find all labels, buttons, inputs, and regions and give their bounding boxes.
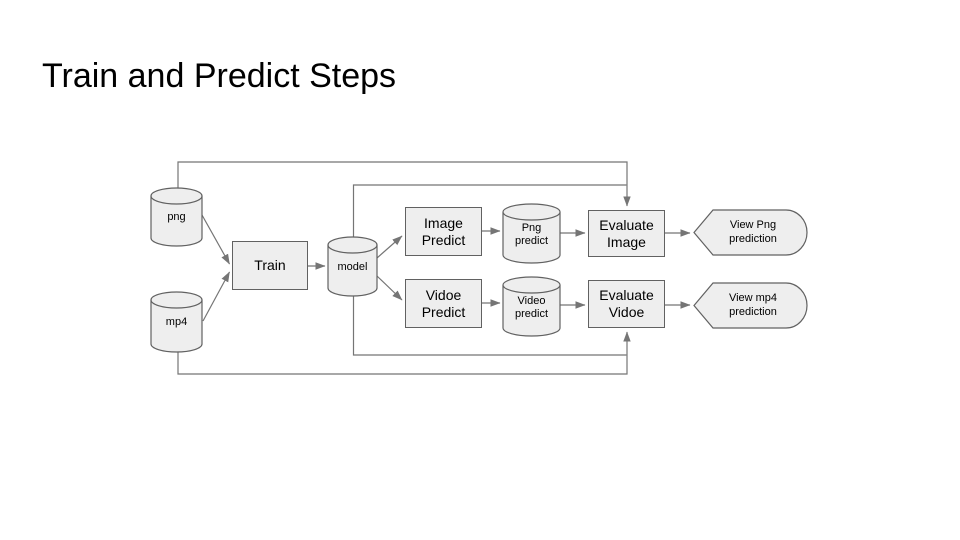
line-model-to-evaluate-vidoe-loop <box>352 296 627 356</box>
display-view-mp4-shape <box>693 282 808 329</box>
arrow-model-to-image-predict <box>376 235 403 259</box>
cylinder-mp4 <box>150 291 203 353</box>
display-view-png-shape <box>693 209 808 256</box>
display-view-png-label: View Png prediction <box>729 219 777 245</box>
cylinder-model <box>327 236 378 297</box>
display-view-mp4-label: View mp4 prediction <box>728 292 778 318</box>
arrow-png-to-evaluate-image-loop <box>177 161 631 207</box>
arrow-mp4-to-evaluate-vidoe-loop <box>177 331 631 375</box>
arrow-model-to-vidoe-predict <box>376 275 403 301</box>
train-box: Train <box>232 241 308 290</box>
cylinder-mp4-label: mp4 <box>165 316 188 329</box>
cylinder-png <box>150 187 203 247</box>
evaluate-vidoe-box: Evaluate Vidoe <box>588 280 665 328</box>
arrow-png-to-train <box>201 214 231 265</box>
vidoe-predict-box: Vidoe Predict <box>405 279 482 328</box>
cylinders <box>150 187 561 353</box>
cylinder-video-predict <box>502 276 561 337</box>
cylinder-png-predict <box>502 203 561 264</box>
evaluate-image-box: Evaluate Image <box>588 210 665 257</box>
cylinder-model-label: model <box>337 261 368 274</box>
cylinder-png-predict-label: Png predict <box>514 221 549 247</box>
cylinder-png-label: png <box>167 211 186 224</box>
image-predict-box: Image Predict <box>405 207 482 256</box>
display-shapes <box>693 209 808 329</box>
arrow-mp4-to-train <box>202 271 231 322</box>
connectors <box>177 161 691 375</box>
cylinder-video-predict-label: Video predict <box>514 294 549 320</box>
line-model-to-evaluate-image-loop <box>352 184 627 237</box>
page-title: Train and Predict Steps <box>42 57 397 95</box>
